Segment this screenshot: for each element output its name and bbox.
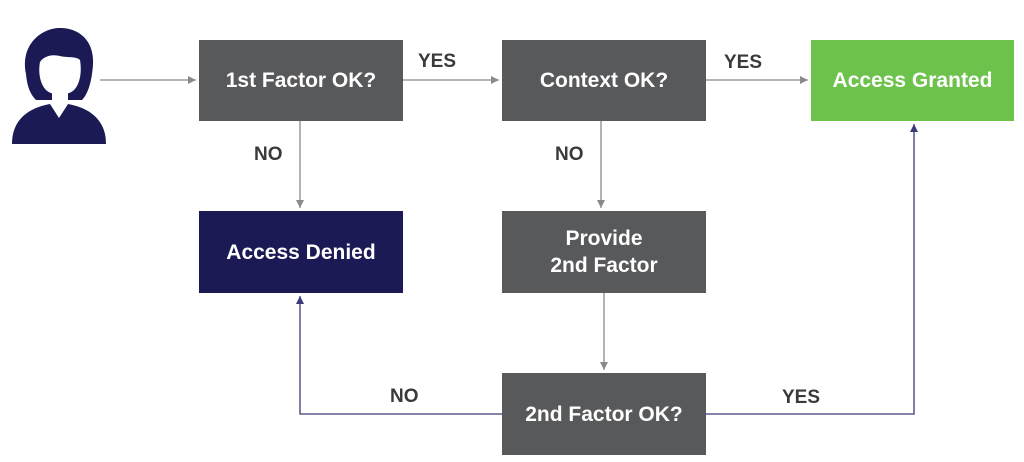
second-factor-check-box: 2nd Factor OK? <box>502 373 706 455</box>
access-granted-label: Access Granted <box>832 69 993 92</box>
access-denied-box: Access Denied <box>199 211 403 293</box>
context-check-box: Context OK? <box>502 40 706 121</box>
second-factor-check-label: 2nd Factor OK? <box>525 402 683 426</box>
edge-label-context-to-granted: YES <box>724 52 763 73</box>
context-check-label: Context OK? <box>539 69 669 92</box>
edge-label-second-to-denied: NO <box>390 386 419 407</box>
provide-second-factor-label: Provide 2nd Factor <box>550 227 658 277</box>
user-silhouette-icon <box>12 28 106 144</box>
access-denied-label: Access Denied <box>226 240 376 264</box>
connector-second-factor-to-granted <box>706 124 918 415</box>
provide-second-factor-box: Provide 2nd Factor <box>502 211 706 293</box>
first-factor-check-label: 1st Factor OK? <box>225 69 377 92</box>
connector-second-factor-to-denied <box>296 296 502 415</box>
first-factor-check-box: 1st Factor OK? <box>199 40 403 121</box>
edge-label-first-to-context: YES <box>418 51 457 72</box>
edge-label-second-to-granted: YES <box>782 387 821 408</box>
edge-label-context-to-provide: NO <box>555 144 584 165</box>
edge-label-first-to-denied: NO <box>254 144 283 165</box>
access-granted-box: Access Granted <box>811 40 1014 121</box>
